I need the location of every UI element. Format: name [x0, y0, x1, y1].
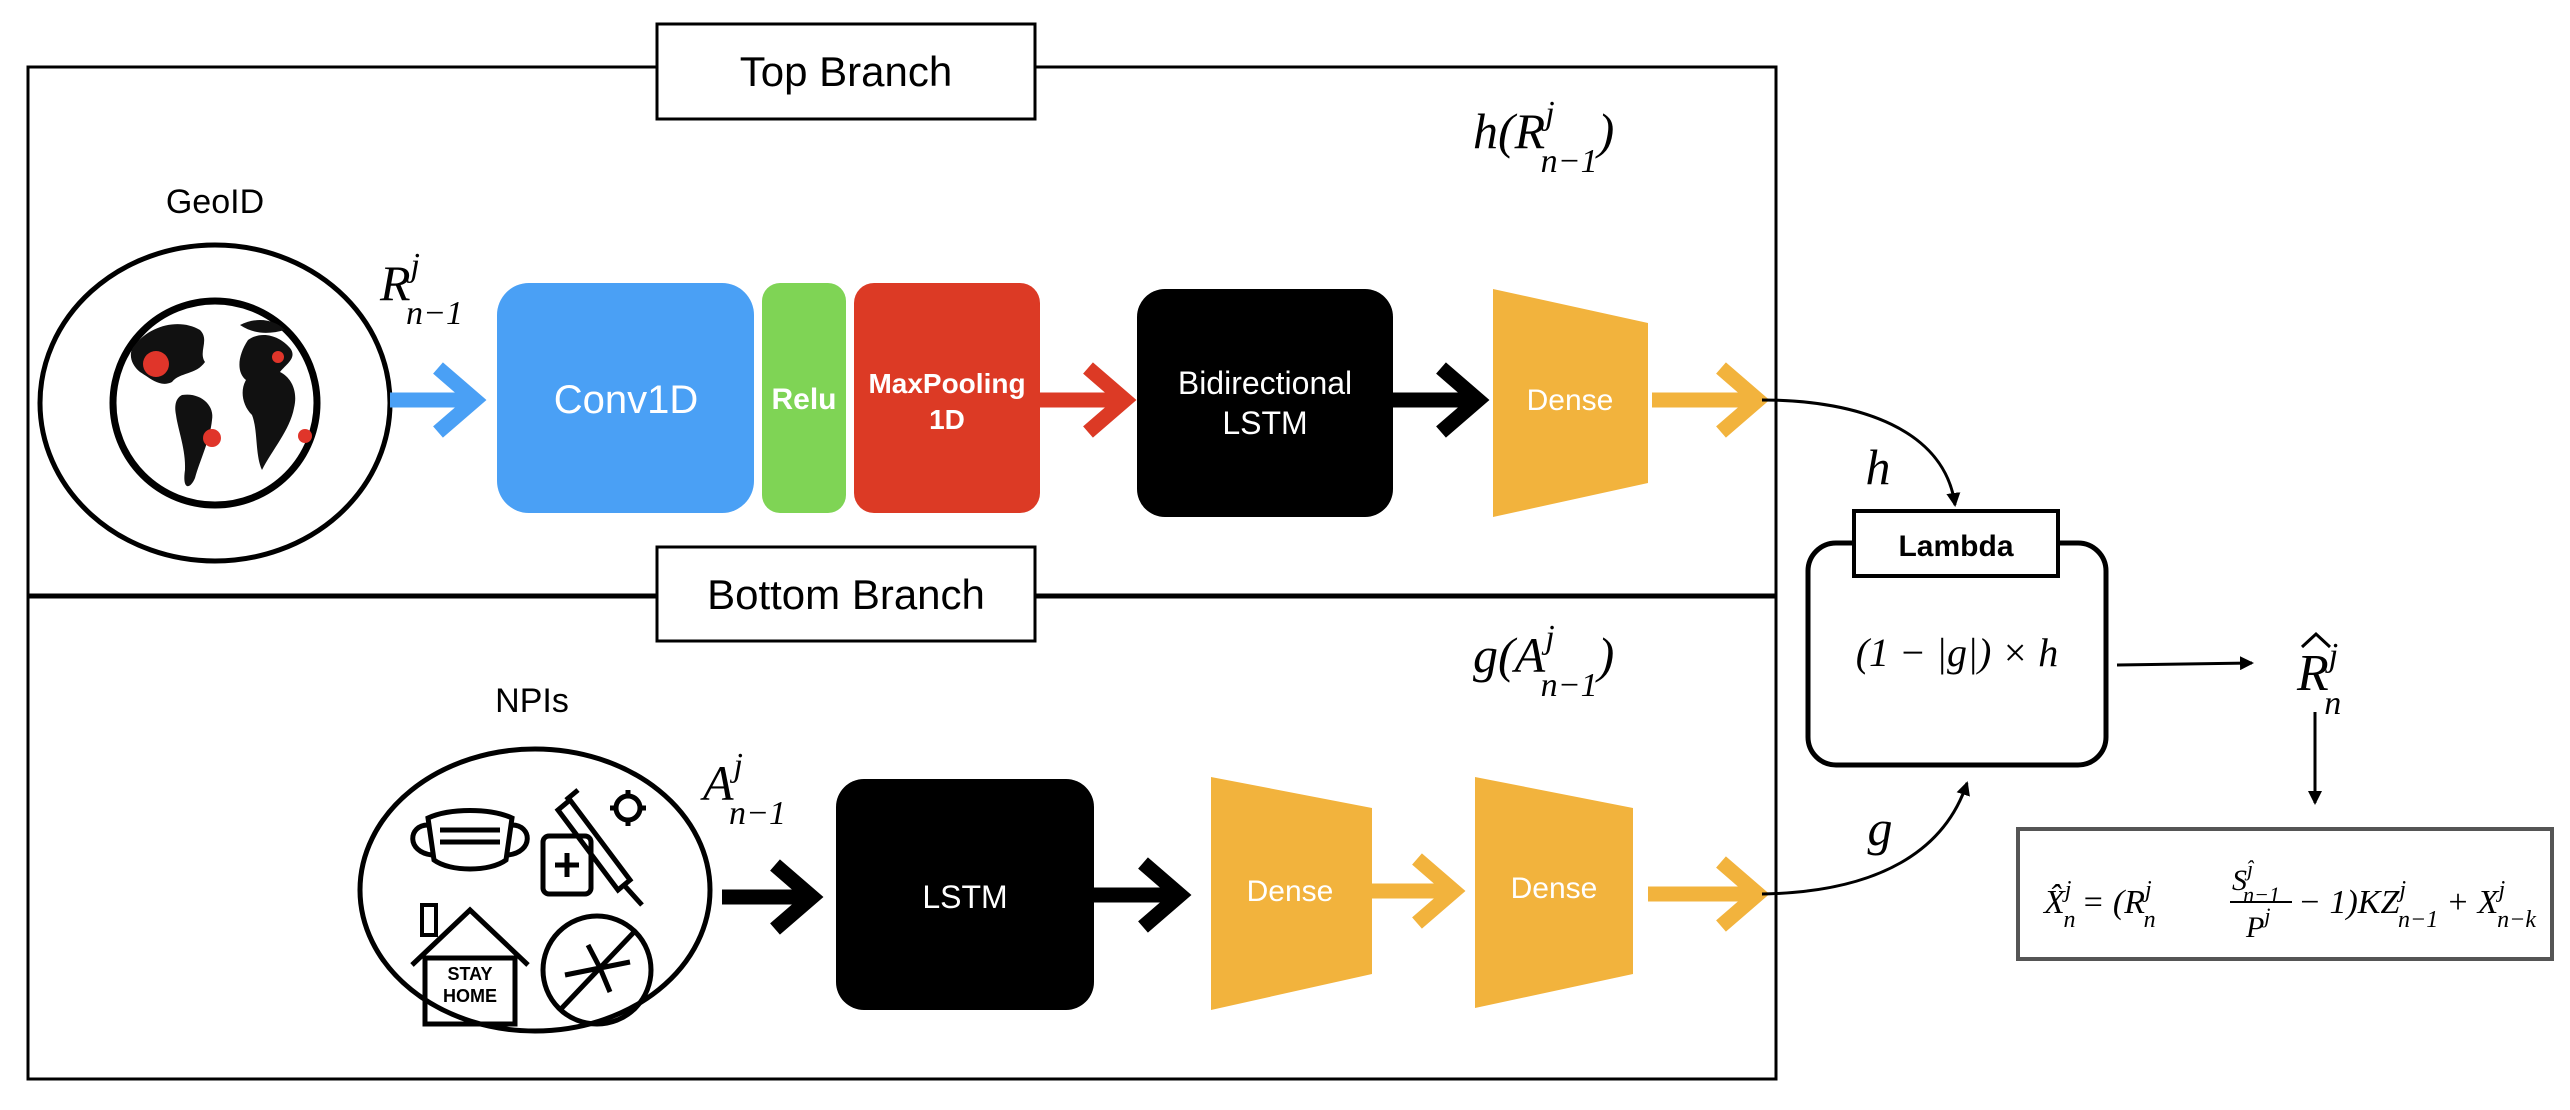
bilstm-label-line2: LSTM	[1222, 405, 1307, 441]
arrow-lstm-to-dense	[1094, 857, 1192, 933]
arrow-bilstm-to-dense	[1393, 362, 1490, 438]
arrow-dense-top-output	[1652, 362, 1770, 438]
input-arrow-top	[390, 362, 487, 438]
g-connector	[1761, 781, 1970, 896]
stay-home-icon: STAY HOME	[410, 903, 530, 1027]
hotspot-icon	[203, 429, 221, 447]
conv1d-block	[497, 283, 754, 513]
dense-label-top: Dense	[1527, 384, 1614, 417]
bilstm-label-line1: Bidirectional	[1178, 365, 1352, 401]
h-label: h	[1866, 439, 1891, 495]
lstm-block	[836, 779, 1094, 1010]
face-mask-icon	[410, 808, 530, 872]
maxpool-label-line1: MaxPooling	[868, 368, 1025, 399]
lambda-output-arrow	[2116, 656, 2254, 671]
arrow-maxpool-to-bilstm	[1040, 362, 1137, 438]
globe-icon	[37, 242, 393, 564]
bilstm-block	[1137, 289, 1393, 517]
conv1d-label: Conv1D	[554, 378, 699, 422]
vaccine-icon	[540, 788, 646, 907]
svg-text:STAY: STAY	[447, 964, 492, 984]
top-branch-title-box	[655, 22, 1037, 121]
maxpool-label-line2: 1D	[929, 404, 965, 435]
svg-text:X̂jn= (Rjn: X̂jn= (Rjn	[2042, 877, 2156, 933]
bottom-branch-title-box	[655, 545, 1037, 643]
maxpool-block	[854, 283, 1040, 513]
relu-block	[762, 283, 846, 513]
dense-label-bottom-1: Dense	[1247, 875, 1334, 908]
lambda-title: Lambda	[1898, 530, 2013, 563]
geoid-label: GeoID	[166, 183, 264, 221]
npis-label: NPIs	[495, 682, 569, 720]
top-branch-title: Top Branch	[740, 48, 952, 95]
formula-box	[2016, 827, 2554, 961]
dense-block-bottom-2	[1475, 777, 1633, 1008]
hotspot-icon	[298, 429, 312, 443]
arrow-dense-bottom-output	[1648, 856, 1770, 932]
hotspot-icon	[272, 351, 284, 363]
bottom-branch-title: Bottom Branch	[707, 571, 985, 618]
input-arrow-bottom	[722, 859, 824, 935]
dense-block-bottom-1	[1211, 777, 1372, 1010]
npis-icon: STAY HOME	[357, 746, 713, 1034]
dense-label-bottom-2: Dense	[1511, 872, 1598, 905]
relu-label: Relu	[771, 383, 836, 416]
lambda-expression: (1 − |g|) × h	[1856, 630, 2059, 675]
svg-text:HOME: HOME	[443, 986, 497, 1006]
no-flights-icon	[540, 913, 654, 1027]
arrow-dense-to-dense	[1372, 853, 1466, 929]
h-connector	[1761, 398, 1961, 507]
lstm-label: LSTM	[922, 879, 1007, 915]
hotspot-icon	[143, 351, 169, 377]
svg-text:Rjn: Rjn	[2296, 637, 2341, 722]
dense-block-top	[1493, 289, 1648, 517]
lambda-title-box	[1852, 509, 2060, 578]
svg-text:Pj: Pj	[2245, 903, 2270, 944]
g-label: g	[1868, 800, 1893, 856]
